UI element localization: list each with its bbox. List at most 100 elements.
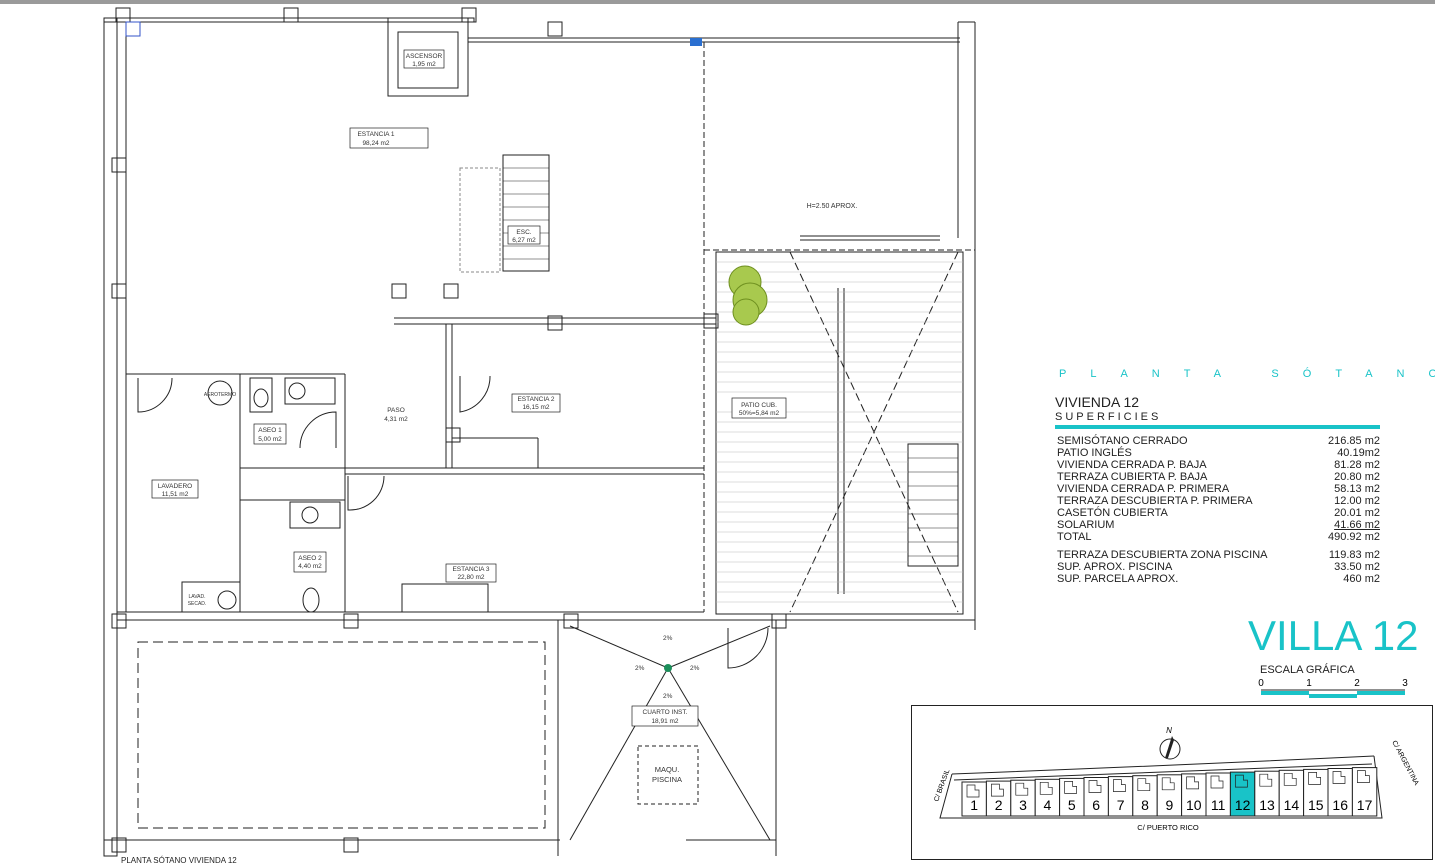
lot-number: 16: [1332, 797, 1348, 813]
lot-12: [1229, 771, 1256, 817]
height-note: H=2.50 APROX.: [807, 203, 858, 210]
lot-5: [1059, 777, 1085, 817]
room-name: ASEO 1: [258, 427, 282, 434]
room-name: ESC.: [516, 229, 531, 236]
lot-number: 14: [1284, 797, 1300, 813]
north-arrow-icon: [1159, 736, 1181, 760]
room-area: 16,15 m2: [522, 404, 549, 411]
scale-tick-label: 1: [1306, 678, 1312, 689]
scale-tick-label: 2: [1354, 678, 1360, 689]
house-icon: [1039, 781, 1053, 795]
scale-tick-label: 0: [1258, 678, 1264, 689]
scale-tick-label: 3: [1402, 678, 1408, 689]
lot-15: [1303, 768, 1329, 817]
plan-caption: PLANTA SÓTANO VIVIENDA 12: [121, 856, 237, 865]
room-name: AEROTERMO: [204, 392, 236, 398]
room-name: CUARTO INST.: [643, 709, 688, 716]
lot-number: 11: [1211, 797, 1226, 813]
key-plan: N C/ BRASIL C/ ARGENTINA C/ PUERTO RICO …: [911, 705, 1433, 860]
lot-number: 10: [1186, 797, 1202, 813]
room-name: PATIO CUB.: [741, 402, 777, 409]
slope-label: 2%: [663, 635, 673, 642]
villa-title: VILLA 12: [1248, 612, 1419, 659]
lot-8: [1132, 775, 1158, 817]
room-area: 11,51 m2: [162, 491, 189, 498]
lot-number: 5: [1068, 797, 1076, 813]
slope-label: 2%: [635, 665, 645, 672]
scale-title: ESCALA GRÁFICA: [1260, 664, 1355, 676]
room-area: SECAD.: [188, 601, 207, 607]
lot-number: 1: [970, 797, 978, 813]
lot-9: [1156, 774, 1183, 817]
street-label: C/ ARGENTINA: [1390, 740, 1420, 787]
slope-label: 2%: [690, 665, 700, 672]
superficies-title: SUPERFICIES: [1055, 411, 1162, 423]
slope-label: 2%: [663, 693, 673, 700]
room-name: LAVADERO: [158, 483, 192, 490]
drain-icon: [664, 664, 672, 672]
house-icon: [1161, 777, 1175, 791]
room-name: ASCENSOR: [406, 53, 443, 60]
house-icon: [1137, 778, 1151, 792]
room-area: 18,91 m2: [651, 718, 678, 725]
room-area: 5,00 m2: [258, 436, 282, 443]
house-icon: [1210, 775, 1224, 789]
patio-ingles: [715, 251, 964, 615]
room-name: ESTANCIA 2: [517, 396, 554, 403]
scale-bar: 0 1 2 3: [1258, 678, 1408, 698]
accent-rule: [1055, 425, 1380, 429]
room-area: 98,24 m2: [362, 140, 389, 147]
lot-17: [1351, 767, 1378, 817]
room-area: 6,27 m2: [512, 237, 536, 244]
house-icon: [966, 784, 980, 798]
room-name: PASO: [387, 407, 405, 414]
street-label: C/ PUERTO RICO: [1137, 823, 1199, 832]
room-area: 4,31 m2: [384, 416, 408, 423]
room-name: ESTANCIA 1: [357, 131, 394, 138]
house-icon: [1357, 770, 1370, 783]
lot-number: 15: [1308, 797, 1324, 813]
house-icon: [1259, 773, 1273, 787]
lot-number: 9: [1166, 797, 1174, 813]
lot-number: 7: [1117, 797, 1125, 813]
lot-3: [1010, 779, 1036, 817]
house-icon: [991, 783, 1004, 797]
north-label: N: [1166, 726, 1172, 735]
room-name: LAVAD.: [188, 594, 205, 600]
lot-number: 3: [1019, 797, 1027, 813]
west-wall: [103, 17, 118, 857]
top-border: [0, 0, 1435, 4]
room-area: 22,80 m2: [457, 574, 484, 581]
lot-number: 4: [1044, 797, 1052, 813]
room-name: MAQU.: [655, 765, 680, 774]
floor-plan: ASCENSOR 1,95 m2 ESTANCIA 1 98,24 m2 ESC…: [103, 7, 976, 857]
table-row: SUP. PARCELA APROX.460 m2: [1057, 573, 1380, 585]
house-icon: [1308, 772, 1321, 785]
house-icon: [1015, 782, 1029, 796]
lot-6: [1083, 777, 1109, 817]
lot-14: [1278, 769, 1305, 817]
lot-number: 13: [1259, 797, 1275, 813]
lot-10: [1181, 773, 1207, 817]
lot-13: [1254, 770, 1280, 817]
house-icon: [1088, 780, 1102, 793]
house-icon: [1332, 771, 1346, 784]
pool-outline: [137, 641, 546, 829]
corner-marker-icon: [125, 21, 141, 37]
house-icon: [1235, 774, 1248, 788]
lot-number: 12: [1235, 797, 1251, 813]
room-area: 1,95 m2: [412, 61, 436, 68]
lot-number: 6: [1092, 797, 1100, 813]
lot-4: [1034, 778, 1061, 817]
planta-title: PLANTA SÓTANO: [1059, 368, 1435, 380]
ascensor-shaft: [387, 17, 469, 97]
